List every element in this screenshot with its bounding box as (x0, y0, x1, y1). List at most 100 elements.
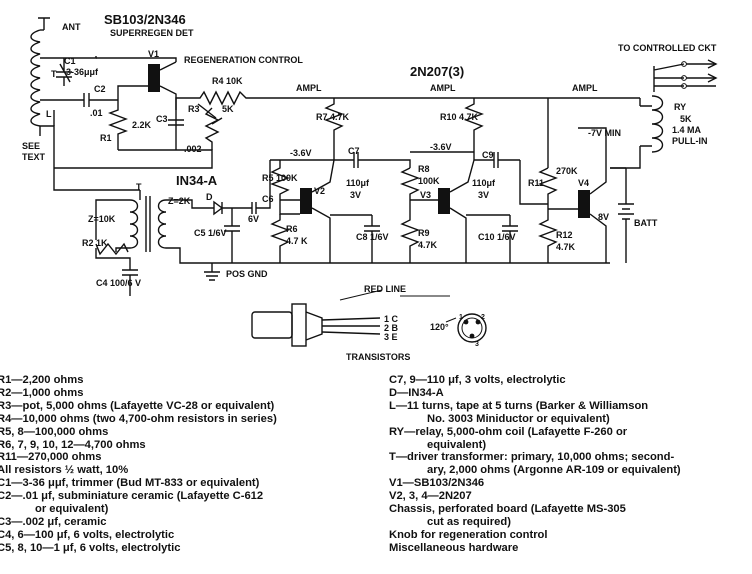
r4-value: R4 10K (212, 76, 243, 86)
angle-label: 120° (430, 322, 449, 332)
pin-3: 3 (475, 341, 479, 348)
r12-value-2: 4.7K (556, 242, 576, 252)
transformer-diode-section (95, 160, 271, 296)
c1-value: 3-36μμf (66, 67, 99, 77)
c8-value: C8 1/6V (356, 232, 389, 242)
regen-control-title: REGENERATION CONTROL (184, 55, 303, 65)
parts-list-item: RY—relay, 5,000-ohm coil (Lafayette F-26… (389, 425, 628, 438)
parts-list-item: V1—SB103/2N346 (389, 477, 485, 490)
c4-value: C4 100/6 V (96, 278, 141, 288)
parts-list-item: ary, 2,000 ohms (Argonne AR-109 or equiv… (427, 464, 681, 477)
controlled-ckt-title: TO CONTROLLED CKT (618, 43, 717, 53)
pin-2: 2 (481, 314, 485, 321)
r11-value: 270K (556, 166, 578, 176)
parts-list-item: L—11 turns, tape at 5 turns (Barker & Wi… (389, 399, 649, 412)
parts-list-item: R6, 7, 9, 10, 12—4,700 ohms (0, 438, 146, 451)
r3-value: 5K (222, 104, 234, 114)
c1-label: C1 (64, 56, 76, 66)
r5-value: R5 100K (262, 173, 298, 183)
parts-list-item: Chassis, perforated board (Lafayette MS-… (389, 503, 626, 516)
diode-part-title: IN34-A (176, 173, 218, 188)
parts-list-item: R5, 8—100,000 ohms (0, 425, 109, 438)
detector-role-title: SUPERREGEN DET (110, 28, 194, 38)
r3-label: R3 (188, 104, 200, 114)
amp-part-title: 2N207(3) (410, 64, 464, 79)
parts-list-item: Knob for regeneration control (389, 528, 548, 541)
stage-v3 (388, 98, 520, 263)
regeneration-network (118, 90, 266, 156)
batt-label: BATT (634, 218, 658, 228)
parts-list-item: C7, 9—110 μf, 3 volts, electrolytic (389, 374, 566, 386)
parts-list-item: C5, 8, 10—1 μf, 6 volts, electrolytic (0, 541, 181, 554)
parts-list-item: T—driver transformer: primary, 10,000 oh… (389, 451, 675, 464)
main-rails (54, 97, 640, 264)
parts-list-item: R3—pot, 5,000 ohms (Lafayette VC-28 or e… (0, 399, 275, 412)
c7-label: C7 (348, 146, 360, 156)
parts-list-item: R2—1,000 ohms (0, 386, 84, 399)
c2-label: C2 (94, 84, 106, 94)
c9-label: C9 (482, 150, 494, 160)
circuit-schematic: SB103/2N346 SUPERREGEN DET REGENERATION … (22, 12, 718, 362)
pos-gnd-label: POS GND (226, 269, 268, 279)
r2-value: R2 1K (82, 238, 108, 248)
c3-label: C3 (156, 114, 168, 124)
pin-e-label: 3 E (384, 332, 398, 342)
minus7v-label: -7V MIN (588, 128, 621, 138)
l-label: L (46, 109, 52, 119)
r6-value-2: 4.7 K (286, 236, 308, 246)
pin-1: 1 (459, 314, 463, 321)
r9-value-1: R9 (418, 228, 430, 238)
parts-list-item: C2—.01 μf, subminiature ceramic (Lafayet… (0, 490, 264, 503)
transistor-drawing (251, 289, 487, 347)
ampl-label-2: AMPL (430, 83, 456, 93)
ry-value-2: 1.4 MA (672, 125, 702, 135)
ry-label: RY (674, 102, 686, 112)
r10-value: R10 4.7K (440, 112, 479, 122)
ry-value-1: 5K (680, 114, 692, 124)
parts-list-item: C1—3-36 μμf, trimmer (Bud MT-833 or equi… (0, 477, 260, 490)
r12-value-1: R12 (556, 230, 573, 240)
parts-list-item: Miscellaneous hardware (389, 541, 519, 554)
parts-list-item: No. 3003 Miniductor or equivalent) (427, 412, 610, 425)
c6-value: 6V (248, 214, 259, 224)
v3-label: V3 (420, 190, 431, 200)
r8-value-1: R8 (418, 164, 430, 174)
transistors-label: TRANSISTORS (346, 352, 410, 362)
c7-value-2: 3V (350, 190, 361, 200)
r11-label: R11 (528, 178, 544, 188)
parts-list-item: or equivalent) (35, 503, 109, 516)
parts-list-item: R11—270,000 ohms (0, 451, 102, 464)
parts-list-item: R1—2,200 ohms (0, 374, 84, 386)
r8-value-2: 100K (418, 176, 440, 186)
d-label: D (206, 192, 213, 202)
r1-label: R1 (100, 133, 112, 143)
c10-value: C10 1/6V (478, 232, 516, 242)
t-label: T (136, 182, 142, 192)
antenna-coil-section (30, 17, 140, 191)
parts-list-item: V2, 3, 4—2N207 (389, 490, 472, 503)
pin-b-label: 2 B (384, 323, 399, 333)
minus36-1: -3.6V (290, 148, 312, 158)
pin-c-label: 1 C (384, 314, 399, 324)
parts-list-item: C3—.002 μf, ceramic (0, 515, 107, 528)
c3-value: .002 (184, 144, 202, 154)
batt-voltage: 8V (598, 212, 609, 222)
stage-v4-relay (519, 59, 718, 263)
parts-list-item: D—IN34-A (389, 386, 444, 399)
ampl-label-1: AMPL (296, 83, 322, 93)
stage-v2 (270, 98, 388, 263)
v4-label: V4 (578, 178, 589, 188)
v1-label: V1 (148, 49, 159, 59)
c2-value: .01 (90, 108, 103, 118)
detector-part-title: SB103/2N346 (104, 12, 186, 27)
see-text-1: SEE (22, 141, 40, 151)
parts-list-item: All resistors ½ watt, 10% (0, 464, 129, 477)
c5-value: C5 1/6V (194, 228, 227, 238)
parts-list-item: C4, 6—100 μf, 6 volts, electrolytic (0, 528, 175, 541)
ant-label: ANT (62, 22, 81, 32)
parts-list-item: cut as required) (427, 515, 511, 528)
see-text-2: TEXT (22, 152, 46, 162)
